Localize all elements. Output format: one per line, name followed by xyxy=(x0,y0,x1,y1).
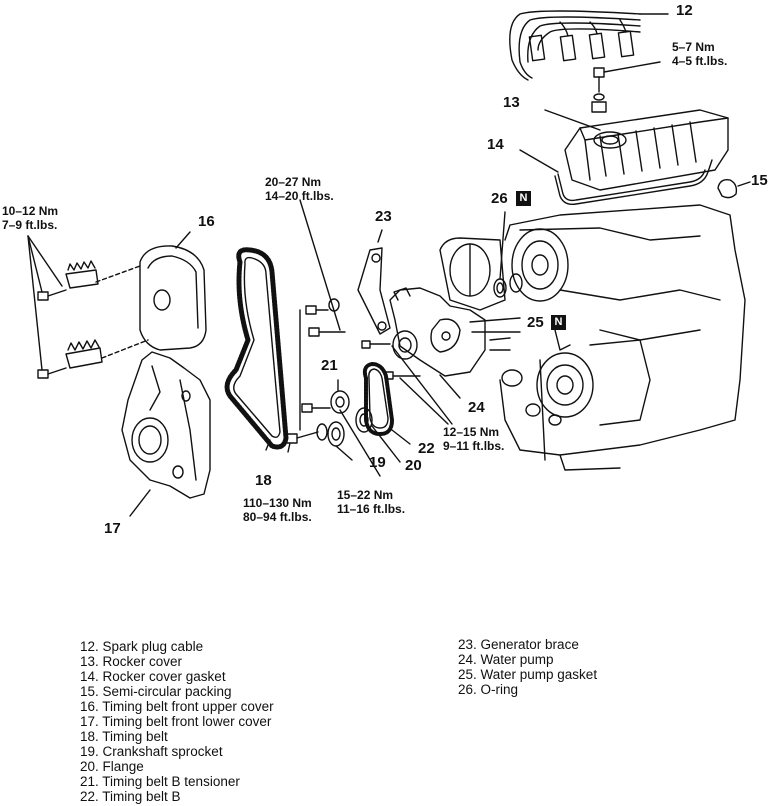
timing-belt-front-upper-cover xyxy=(139,231,207,351)
callout-24: 24 xyxy=(468,399,485,416)
legend-item: 12. Spark plug cable xyxy=(80,639,204,654)
callout-16: 16 xyxy=(198,213,215,230)
timing-belt-b xyxy=(362,362,411,445)
engine-block xyxy=(499,204,746,471)
callout-15: 15 xyxy=(751,172,768,189)
callout-22: 22 xyxy=(418,440,435,457)
callout-13: 13 xyxy=(503,94,520,111)
torque-spec-brace-bolts: 20–27 Nm 14–20 ft.lbs. xyxy=(265,175,334,203)
o-ring-seal xyxy=(509,273,523,293)
generator-housing xyxy=(439,237,506,311)
legend-item: 22. Timing belt B xyxy=(80,789,181,804)
n-tag-25: N xyxy=(551,315,566,330)
legend-item: 26. O-ring xyxy=(458,682,519,697)
torque-spec-tensioner-bolt: 15–22 Nm 11–16 ft.lbs. xyxy=(337,488,405,516)
legend-item: 17. Timing belt front lower cover xyxy=(80,714,272,729)
crankshaft-bolt xyxy=(284,423,328,453)
water-pump-gasket xyxy=(469,317,521,333)
callout-20: 20 xyxy=(405,457,422,474)
torque-ftlbs: 9–11 ft.lbs. xyxy=(443,439,505,453)
torque-nm: 15–22 Nm xyxy=(337,488,394,502)
timing-belt-b-tensioner xyxy=(330,379,350,414)
torque-ftlbs: 11–16 ft.lbs. xyxy=(337,502,406,516)
legend-item: 20. Flange xyxy=(80,759,144,774)
callout-17: 17 xyxy=(104,520,121,537)
generator-brace xyxy=(357,229,391,335)
legend-item: 23. Generator brace xyxy=(458,637,579,652)
legend-item: 18. Timing belt xyxy=(80,729,168,744)
timing-belt-front-lower-cover xyxy=(121,351,211,517)
torque-nm: 12–15 Nm xyxy=(443,425,500,439)
callout-18: 18 xyxy=(255,472,272,489)
flange xyxy=(355,407,401,463)
legend-item: 15. Semi-circular packing xyxy=(80,684,232,699)
legend-item: 21. Timing belt B tensioner xyxy=(80,774,240,789)
torque-leader-lines xyxy=(299,199,453,477)
torque-ftlbs: 7–9 ft.lbs. xyxy=(2,218,58,232)
legend-item: 14. Rocker cover gasket xyxy=(80,669,226,684)
callout-14: 14 xyxy=(487,136,504,153)
legend-item: 13. Rocker cover xyxy=(80,654,183,669)
torque-spec-water-pump-bolts: 12–15 Nm 9–11 ft.lbs. xyxy=(443,425,504,453)
torque-spec-crankshaft-bolt: 110–130 Nm 80–94 ft.lbs. xyxy=(243,496,312,524)
torque-nm: 20–27 Nm xyxy=(265,175,322,189)
legend-item: 19. Crankshaft sprocket xyxy=(80,744,223,759)
exploded-view-diagram xyxy=(27,10,751,517)
n-tag-26: N xyxy=(516,191,531,206)
torque-ftlbs: 80–94 ft.lbs. xyxy=(243,510,312,524)
callout-26: 26 xyxy=(491,190,508,207)
torque-ftlbs: 14–20 ft.lbs. xyxy=(265,189,334,203)
callout-23: 23 xyxy=(375,208,392,225)
legend-item: 16. Timing belt front upper cover xyxy=(80,699,274,714)
torque-nm: 5–7 Nm xyxy=(672,40,715,54)
water-pump xyxy=(389,287,486,399)
callout-12: 12 xyxy=(676,2,693,19)
rocker-cover-bolt xyxy=(591,61,661,113)
torque-ftlbs: 4–5 ft.lbs. xyxy=(672,54,728,68)
legend-item: 25. Water pump gasket xyxy=(458,667,598,682)
o-ring xyxy=(493,211,507,298)
timing-belt xyxy=(224,247,289,451)
rocker-cover-gasket xyxy=(519,149,713,206)
callout-19: 19 xyxy=(369,454,386,471)
torque-spec-cover-bolts: 10–12 Nm 7–9 ft.lbs. xyxy=(2,204,58,232)
torque-nm: 110–130 Nm xyxy=(243,496,312,510)
callout-25: 25 xyxy=(527,314,544,331)
spark-plug-cable xyxy=(509,10,669,81)
legend-right: 23. Generator brace 24. Water pump 25. W… xyxy=(458,637,597,697)
cover-brackets xyxy=(27,235,149,379)
semi-circular-packing xyxy=(717,178,751,199)
crankshaft-sprocket xyxy=(327,421,353,461)
rocker-cover xyxy=(544,109,729,191)
legend-left: 12. Spark plug cable 13. Rocker cover 14… xyxy=(80,639,274,804)
torque-spec-rocker-cover-bolt: 5–7 Nm 4–5 ft.lbs. xyxy=(672,40,727,68)
torque-nm: 10–12 Nm xyxy=(2,204,59,218)
callout-21: 21 xyxy=(321,357,338,374)
legend-item: 24. Water pump xyxy=(458,652,554,667)
